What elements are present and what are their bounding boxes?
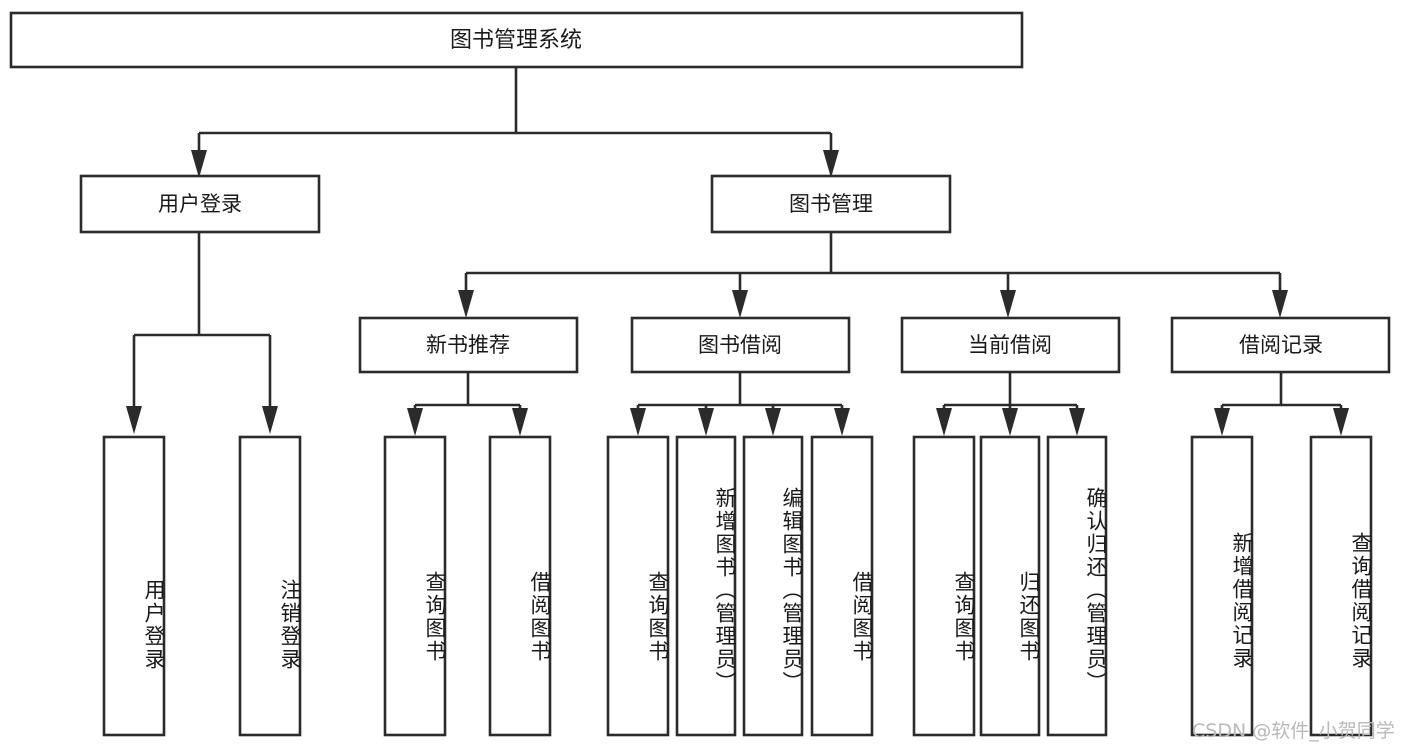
node-borrow-records-label: 借阅记录 bbox=[1239, 333, 1323, 357]
connector-group-borrow-records bbox=[1214, 372, 1349, 436]
arrow-head-l3-2 bbox=[732, 290, 748, 318]
arrow-head-cb-3 bbox=[1069, 408, 1085, 436]
connector-group-book-manage bbox=[458, 232, 1288, 318]
arrow-head-bb-3 bbox=[765, 408, 781, 436]
arrow-head-ul-2 bbox=[262, 406, 278, 434]
node-current-borrow-label: 当前借阅 bbox=[968, 333, 1052, 357]
node-current-borrow-box[interactable] bbox=[900, 316, 1121, 374]
connector-group-book-borrow bbox=[630, 372, 850, 436]
leaf-box-book-borrow-4[interactable] bbox=[810, 435, 874, 737]
node-user-login-label: 用户登录 bbox=[158, 192, 242, 216]
arrow-head-bb-2 bbox=[698, 408, 714, 436]
arrow-head-cb-2 bbox=[1002, 408, 1018, 436]
node-book-borrow-box[interactable] bbox=[630, 316, 851, 374]
arrow-head-l3-4 bbox=[1272, 290, 1288, 318]
node-root-label: 图书管理系统 bbox=[450, 28, 582, 53]
arrow-head-br-2 bbox=[1333, 408, 1349, 436]
leaf-box-user-login-1[interactable] bbox=[102, 435, 166, 737]
leaf-box-borrow-records-1[interactable] bbox=[1190, 435, 1254, 737]
leaf-box-book-borrow-2[interactable] bbox=[675, 435, 737, 737]
arrow-head-nb-1 bbox=[407, 408, 423, 436]
node-book-manage-label: 图书管理 bbox=[789, 192, 873, 216]
node-user-login-box[interactable] bbox=[79, 174, 321, 234]
arrow-head-bb-4 bbox=[834, 408, 850, 436]
leaf-box-current-borrow-3[interactable] bbox=[1046, 435, 1108, 737]
arrow-head-bb-1 bbox=[630, 408, 646, 436]
connector-group-current-borrow bbox=[936, 372, 1085, 436]
arrow-head-br-1 bbox=[1214, 408, 1230, 436]
arrow-head-nb-2 bbox=[512, 408, 528, 436]
arrow-head-user-login bbox=[191, 150, 207, 178]
node-new-book-box[interactable] bbox=[358, 316, 579, 374]
leaf-box-borrow-records-2[interactable] bbox=[1309, 435, 1373, 737]
leaf-box-current-borrow-2[interactable] bbox=[979, 435, 1041, 737]
node-borrow-records-box[interactable] bbox=[1170, 316, 1391, 374]
leaf-box-user-login-2[interactable] bbox=[238, 435, 302, 737]
node-book-manage-box[interactable] bbox=[710, 174, 952, 234]
arrow-head-l3-1 bbox=[458, 290, 474, 318]
leaf-box-book-borrow-1[interactable] bbox=[606, 435, 670, 737]
arrow-head-l3-3 bbox=[1000, 290, 1016, 318]
arrow-head-cb-1 bbox=[936, 408, 952, 436]
leaf-box-new-book-1[interactable] bbox=[383, 435, 447, 737]
csdn-watermark: CSDN @软件_小贺同学 bbox=[1192, 720, 1395, 742]
leaf-box-current-borrow-1[interactable] bbox=[912, 435, 976, 737]
node-new-book-label: 新书推荐 bbox=[426, 333, 510, 357]
arrow-head-ul-1 bbox=[126, 406, 142, 434]
leaf-box-book-borrow-3[interactable] bbox=[742, 435, 804, 737]
connector-group-new-book bbox=[407, 372, 528, 436]
arrow-head-book-manage bbox=[823, 150, 839, 178]
node-root-box[interactable] bbox=[9, 11, 1024, 69]
node-book-borrow-label: 图书借阅 bbox=[698, 333, 782, 357]
connector-group-user-login bbox=[126, 232, 278, 434]
connector-group-root bbox=[191, 67, 839, 178]
leaf-box-new-book-2[interactable] bbox=[488, 435, 552, 737]
